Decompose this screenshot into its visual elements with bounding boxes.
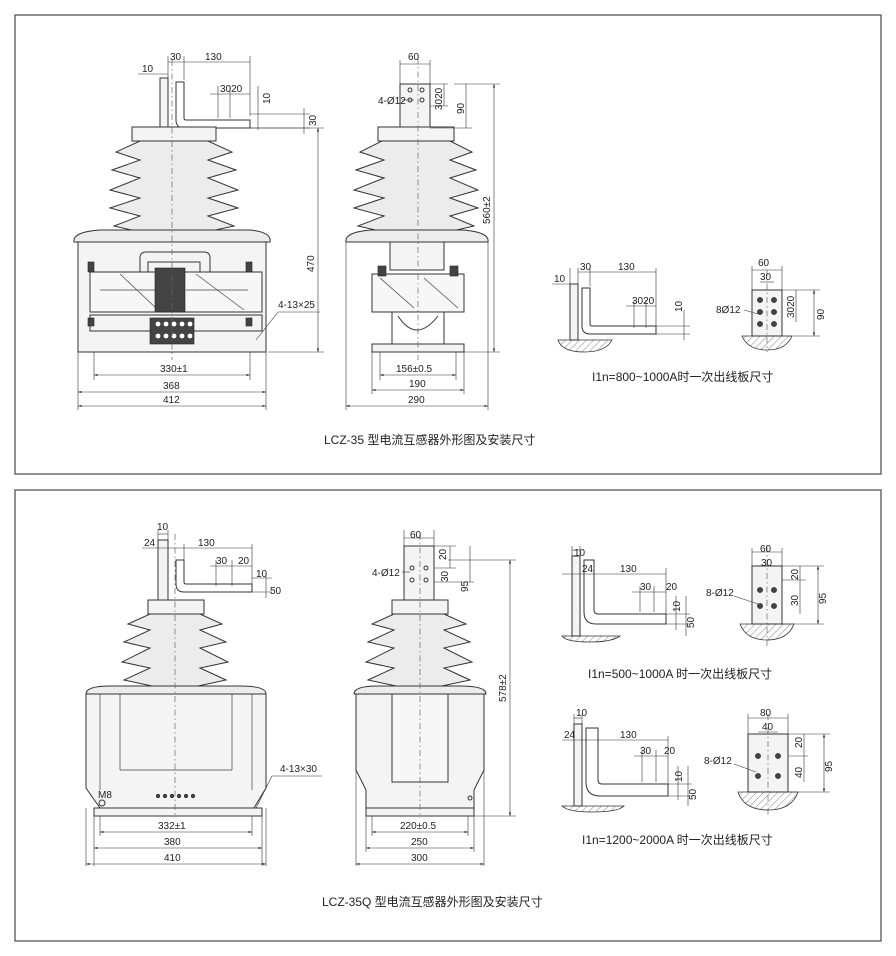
bottom-panel-caption: LCZ-35Q 型电流互感器外形图及安装尺寸: [322, 894, 543, 909]
dim-label: 130: [618, 262, 635, 273]
dim-label: 10: [142, 64, 154, 75]
dim-label: 30: [761, 558, 773, 569]
dim-label: 10: [157, 522, 169, 533]
top-side-labels: 60 4-Ø12 3020 90 560±2 156±0.5 190 290: [378, 52, 493, 406]
bottom-terminal-b: [561, 714, 830, 816]
terminal-caption: I1n=500~1000A 时一次出线板尺寸: [588, 667, 772, 681]
dim-label: 24: [144, 538, 156, 549]
dim-label: 20: [790, 568, 801, 580]
dim-label: 95: [818, 592, 829, 604]
dim-label: 10: [262, 92, 273, 104]
bottom-terminal-b-labels: 10 24 130 30 20 10 50 80 40 8-Ø12 20 40 …: [564, 708, 835, 847]
dim-label: 368: [163, 381, 180, 392]
dim-label: 410: [164, 853, 181, 864]
dim-label: 3020: [632, 296, 655, 307]
dim-label: 332±1: [158, 821, 186, 832]
dim-label: 30: [308, 114, 319, 126]
dim-label: 95: [460, 580, 471, 592]
dim-label: 30: [440, 570, 451, 582]
dim-label: 8-Ø12: [706, 588, 734, 599]
dim-label: 60: [410, 530, 422, 541]
dim-label: 8-Ø12: [704, 756, 732, 767]
dim-label: 20: [664, 746, 676, 757]
dim-label: 50: [688, 788, 699, 800]
dim-label: 300: [411, 853, 428, 864]
dim-label: 10: [672, 600, 683, 612]
dim-label: 90: [816, 308, 827, 320]
dim-label: 95: [824, 760, 835, 772]
dim-label: 24: [582, 564, 594, 575]
dim-label: 412: [163, 395, 180, 406]
bottom-side-view: [353, 530, 516, 866]
dim-label: 30: [216, 556, 228, 567]
dim-label: 4-Ø12: [372, 568, 400, 579]
dim-label: 50: [686, 616, 697, 628]
top-terminal-detail: [552, 266, 820, 353]
dim-label: 20: [666, 582, 678, 593]
dim-label: 90: [456, 102, 467, 114]
dim-label: 30: [760, 272, 772, 283]
bottom-front-labels: 10 24 130 30 20 10 50 4-13×30 M8 332±1 3…: [98, 522, 317, 864]
dim-label: 130: [620, 564, 637, 575]
dim-label: 10: [576, 708, 588, 719]
dim-label: 560±2: [482, 196, 493, 224]
bottom-terminal-a: [561, 546, 824, 646]
dim-label: 3020: [220, 84, 243, 95]
bottom-panel-frame: [14, 489, 882, 942]
dim-label: 40: [794, 766, 805, 778]
dim-label: 60: [758, 258, 770, 269]
bottom-front-view: [85, 530, 322, 866]
dim-label: 220±0.5: [400, 821, 437, 832]
dim-label: 30: [640, 582, 652, 593]
dim-label: 3020: [434, 87, 445, 110]
dim-label: 8Ø12: [716, 305, 741, 316]
dim-label: 10: [674, 770, 685, 782]
dim-label: 10: [674, 300, 685, 312]
dim-label: 60: [408, 52, 420, 63]
terminal-caption: I1n=1200~2000A 时一次出线板尺寸: [582, 833, 773, 847]
dim-label: 10: [574, 548, 586, 559]
dim-label: 80: [760, 708, 772, 719]
dim-label: 250: [411, 837, 428, 848]
top-terminal-labels: 10 30 130 3020 10 60 30 8Ø12 3020 90 I1n…: [554, 258, 827, 384]
dim-label: 40: [762, 722, 774, 733]
dim-label: 4-13×30: [280, 764, 317, 775]
top-front-view: [73, 56, 324, 410]
dim-label: 156±0.5: [396, 364, 433, 375]
dim-label: 30: [790, 594, 801, 606]
top-panel-caption: LCZ-35 型电流互感器外形图及安装尺寸: [324, 432, 535, 447]
dim-label: 24: [564, 730, 576, 741]
dim-label: 20: [794, 736, 805, 748]
dim-label: 30: [170, 52, 182, 63]
dim-label: 130: [198, 538, 215, 549]
dim-label: 3020: [786, 295, 797, 318]
top-panel-frame: [14, 14, 882, 475]
dim-label: 4-13×25: [278, 300, 315, 311]
dim-label: 50: [270, 586, 282, 597]
dim-label: 380: [164, 837, 181, 848]
dim-label: 330±1: [160, 364, 188, 375]
bottom-terminal-a-labels: 10 24 130 30 20 10 50 60 30 8-Ø12 20 30 …: [574, 544, 829, 681]
dim-label: M8: [98, 790, 112, 801]
dim-label: 578±2: [498, 674, 509, 702]
top-front-labels: 10 30 130 3020 10 30 470 4-13×25 330±1 3…: [142, 52, 319, 406]
dim-label: 20: [238, 556, 250, 567]
dim-label: 130: [620, 730, 637, 741]
bottom-side-labels: 60 20 4-Ø12 30 95 578±2 220±0.5 250 300: [372, 530, 509, 864]
dim-label: 4-Ø12: [378, 96, 406, 107]
terminal-caption: I1n=800~1000A时一次出线板尺寸: [592, 370, 773, 384]
dim-label: 290: [408, 395, 425, 406]
top-side-view: [345, 58, 500, 410]
dim-label: 470: [306, 255, 317, 272]
dim-label: 60: [760, 544, 772, 555]
dim-label: 10: [554, 274, 566, 285]
dim-label: 10: [256, 569, 268, 580]
dim-label: 130: [205, 52, 222, 63]
dim-label: 190: [409, 379, 426, 390]
dim-label: 30: [640, 746, 652, 757]
dim-label: 30: [580, 262, 592, 273]
dim-label: 20: [438, 548, 449, 560]
